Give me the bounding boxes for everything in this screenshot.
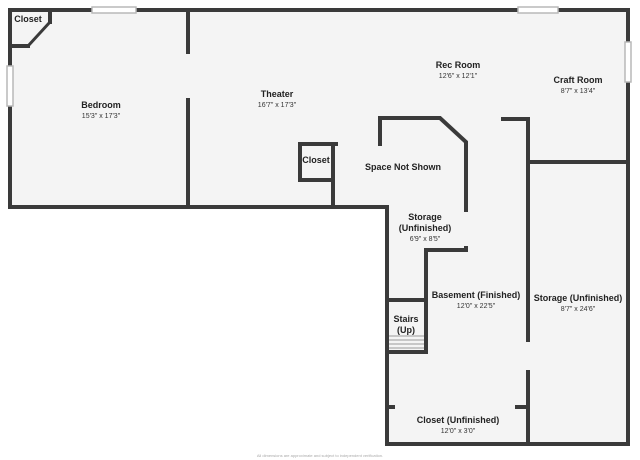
theater-name: Theater: [261, 89, 294, 99]
basement-name: Basement (Finished): [432, 290, 521, 300]
storage-small-name-line2: (Unfinished): [399, 223, 452, 233]
craft-room-dims: 8'7" x 13'4": [561, 88, 596, 95]
room-labels: Closet Bedroom 15'3" x 17'3" Theater 16'…: [14, 14, 622, 458]
rec-room-dims: 12'6" x 12'1": [439, 73, 478, 80]
disclaimer-footnote: All dimensions are approximate and subje…: [257, 453, 383, 458]
storage-small-name-line1: Storage: [408, 212, 442, 222]
closet-center-name: Closet: [302, 155, 330, 165]
stair-treads: [389, 335, 424, 349]
floor-fill: [10, 10, 628, 444]
closet-bottom-name: Closet (Unfinished): [417, 415, 500, 425]
closet-top-left-name: Closet: [14, 14, 42, 24]
storage-large-name: Storage (Unfinished): [534, 293, 623, 303]
interior-walls: [8, 8, 630, 446]
bedroom-dims: 15'3" x 17'3": [82, 113, 121, 120]
stairs-name-line2: (Up): [397, 325, 415, 335]
bedroom-name: Bedroom: [81, 100, 121, 110]
windows: [6, 6, 632, 107]
storage-large-dims: 8'7" x 24'6": [561, 306, 596, 313]
craft-room-name: Craft Room: [554, 75, 603, 85]
space-not-shown-name: Space Not Shown: [365, 162, 441, 172]
storage-small-dims: 6'9" x 8'5": [410, 236, 441, 243]
door-openings: [185, 54, 531, 410]
rec-room-name: Rec Room: [436, 60, 481, 70]
closet-bottom-dims: 12'0" x 3'0": [441, 428, 476, 435]
exterior-walls: [8, 8, 630, 446]
basement-dims: 12'0" x 22'5": [457, 303, 496, 310]
theater-dims: 16'7" x 17'3": [258, 102, 297, 109]
stairs-name-line1: Stairs: [393, 314, 418, 324]
